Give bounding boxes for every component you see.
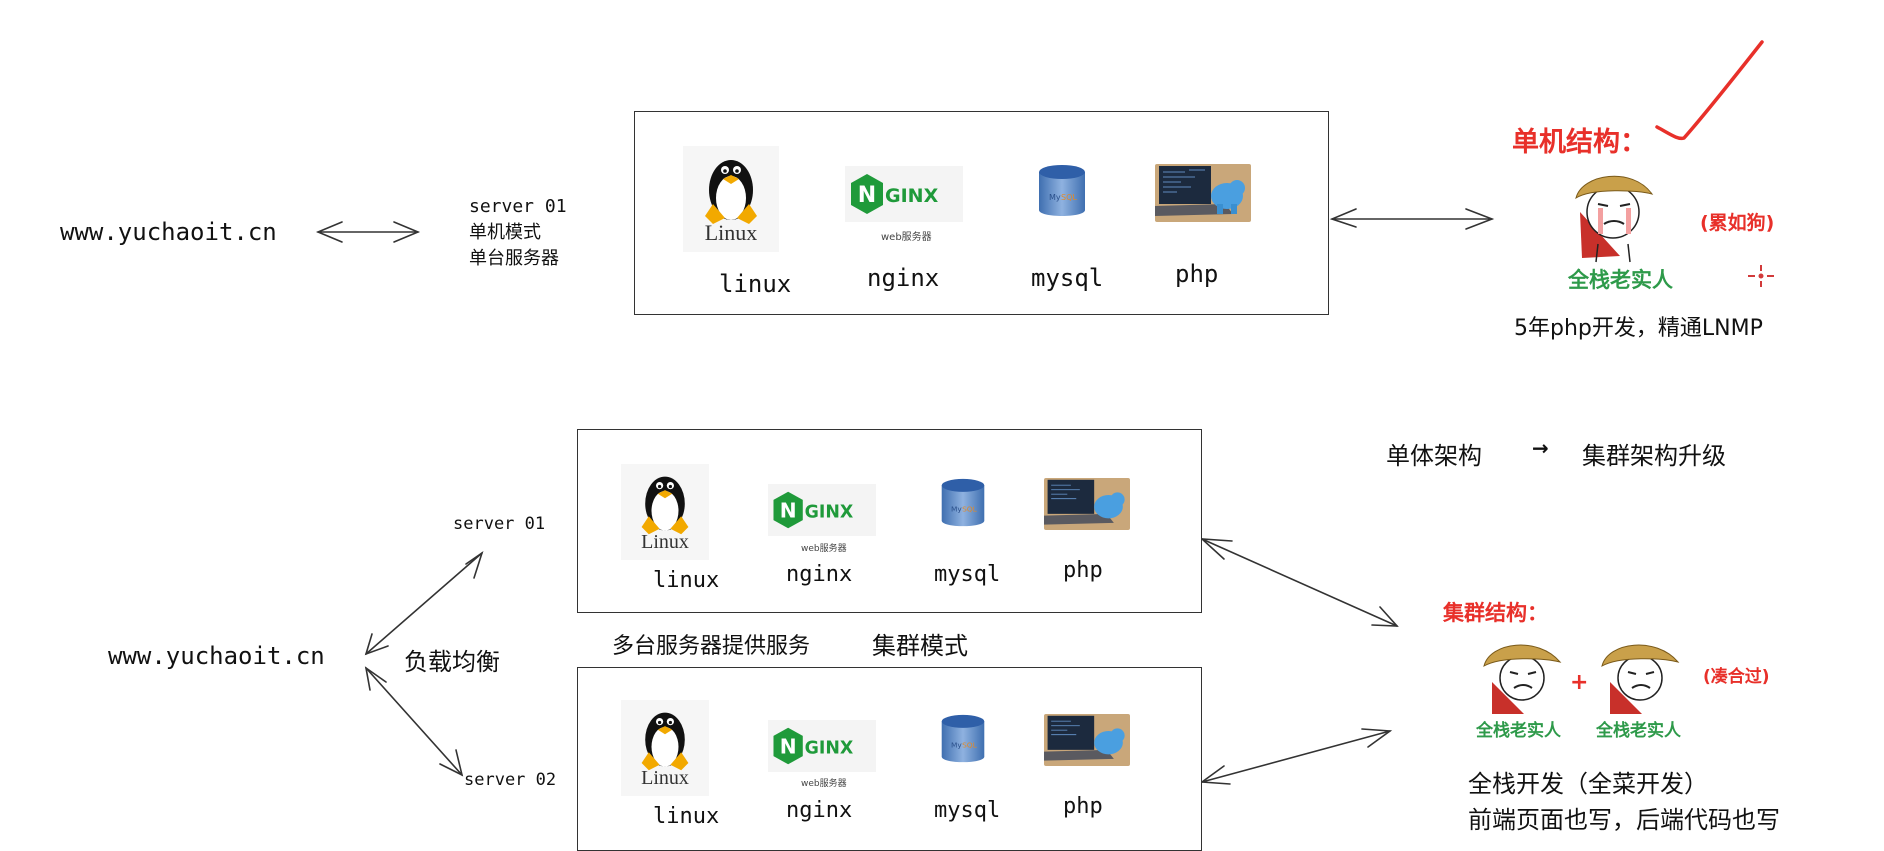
- single-meme-caption: 全栈老实人: [1568, 268, 1673, 292]
- svg-text:SQL: SQL: [962, 504, 978, 513]
- single-server-info: server 01 单机模式 单台服务器: [469, 194, 567, 272]
- linux-penguin-icon: Linux: [621, 700, 709, 796]
- svg-text:N: N: [780, 498, 797, 522]
- cluster-server02-label: server 02: [464, 770, 557, 790]
- mysql-database-icon: My SQL: [938, 476, 988, 530]
- php-elephant-laptop-icon: [1044, 714, 1130, 766]
- single-meme-note: (累如狗): [1700, 212, 1775, 234]
- nginx-subtitle: web服务器: [801, 779, 847, 789]
- arrow-domain-server01: [364, 551, 484, 656]
- load-balance-label: 负载均衡: [404, 648, 500, 676]
- cluster-line-2: 前端页面也写，后端代码也写: [1468, 806, 1780, 834]
- tech-label-linux: linux: [653, 804, 720, 829]
- single-summary: 5年php开发，精通LNMP: [1514, 316, 1763, 341]
- tech-label-mysql: mysql: [934, 798, 1001, 823]
- tech-label-nginx: nginx: [867, 264, 940, 292]
- linux-penguin-icon: Linux: [621, 464, 709, 560]
- tech-label-linux: linux: [719, 270, 792, 298]
- svg-text:GINX: GINX: [885, 185, 939, 207]
- svg-text:GINX: GINX: [805, 502, 854, 522]
- cluster-structure-title: 集群结构：: [1443, 601, 1548, 625]
- single-server-mode: 单机模式: [469, 222, 541, 243]
- php-elephant-laptop-icon: [1155, 164, 1251, 222]
- svg-text:N: N: [858, 183, 876, 208]
- upgrade-to: 集群架构升级: [1582, 442, 1726, 470]
- tech-label-php: php: [1063, 794, 1103, 819]
- tech-label-php: php: [1063, 558, 1103, 583]
- cluster-server01-box: Linux linux N GINX web服务器 nginx My SQL m…: [577, 429, 1202, 613]
- connector-layer: [315, 40, 1774, 785]
- tech-label-php: php: [1175, 260, 1219, 288]
- svg-text:My: My: [1049, 193, 1061, 202]
- tech-label-nginx: nginx: [786, 562, 853, 587]
- arrow-box2-meme: [1199, 728, 1393, 785]
- linux-penguin-icon: Linux: [683, 146, 779, 252]
- single-server-desc: 单台服务器: [469, 248, 559, 269]
- tech-label-mysql: mysql: [934, 562, 1001, 587]
- svg-text:My: My: [951, 504, 962, 513]
- svg-text:SQL: SQL: [1061, 193, 1077, 202]
- plus-sign: +: [1570, 670, 1589, 695]
- meme-face-1-icon: [1480, 638, 1564, 714]
- svg-text:N: N: [780, 734, 797, 758]
- nginx-logo-icon: N GINX: [768, 720, 876, 772]
- tech-label-nginx: nginx: [786, 798, 853, 823]
- nginx-subtitle: web服务器: [881, 232, 932, 243]
- svg-text:SQL: SQL: [962, 740, 978, 749]
- svg-text:My: My: [951, 740, 962, 749]
- linux-logo-text: Linux: [641, 531, 689, 553]
- upgrade-from: 单体架构: [1386, 442, 1482, 470]
- crosshair-cursor-icon: [1748, 265, 1774, 287]
- cluster-line-1: 全栈开发（全菜开发）: [1468, 770, 1708, 798]
- nginx-subtitle: web服务器: [801, 544, 847, 554]
- single-server-box: Linux linux N GINX web服务器 nginx My SQL m…: [634, 111, 1329, 315]
- cluster-server02-box: Linux linux N GINX web服务器 nginx My SQL m…: [577, 667, 1202, 851]
- arrow-box1-meme: [1199, 538, 1399, 627]
- cluster-caption-multi: 多台服务器提供服务: [612, 634, 811, 659]
- linux-logo-text: Linux: [704, 220, 758, 245]
- cluster-meme-caption-1: 全栈老实人: [1476, 721, 1561, 741]
- cluster-caption-mode: 集群模式: [872, 632, 968, 660]
- mysql-database-icon: My SQL: [1035, 162, 1089, 220]
- single-domain-label: www.yuchaoit.cn: [60, 218, 277, 246]
- svg-text:GINX: GINX: [805, 738, 854, 758]
- single-server-name: server 01: [469, 196, 567, 217]
- meme-face-2-icon: [1598, 638, 1682, 714]
- cluster-meme-note: (凑合过): [1703, 667, 1770, 687]
- cluster-meme-caption-2: 全栈老实人: [1596, 721, 1681, 741]
- mysql-database-icon: My SQL: [938, 712, 988, 766]
- tech-label-linux: linux: [653, 568, 720, 593]
- tech-label-mysql: mysql: [1031, 264, 1104, 292]
- arrow-domain-server-single: [315, 221, 421, 243]
- cluster-domain-label: www.yuchaoit.cn: [108, 642, 325, 670]
- nginx-logo-icon: N GINX: [845, 166, 963, 222]
- arrow-box-meme-single: [1329, 208, 1495, 230]
- arrow-domain-server02: [364, 666, 464, 777]
- php-elephant-laptop-icon: [1044, 478, 1130, 530]
- cluster-server01-label: server 01: [453, 514, 546, 534]
- single-structure-title: 单机结构：: [1512, 127, 1647, 158]
- meme-face-crying-icon: [1568, 166, 1658, 263]
- linux-logo-text: Linux: [641, 767, 689, 789]
- nginx-logo-icon: N GINX: [768, 484, 876, 536]
- upgrade-arrow-icon: →: [1532, 436, 1549, 460]
- checkmark-annotation: [1655, 40, 1764, 141]
